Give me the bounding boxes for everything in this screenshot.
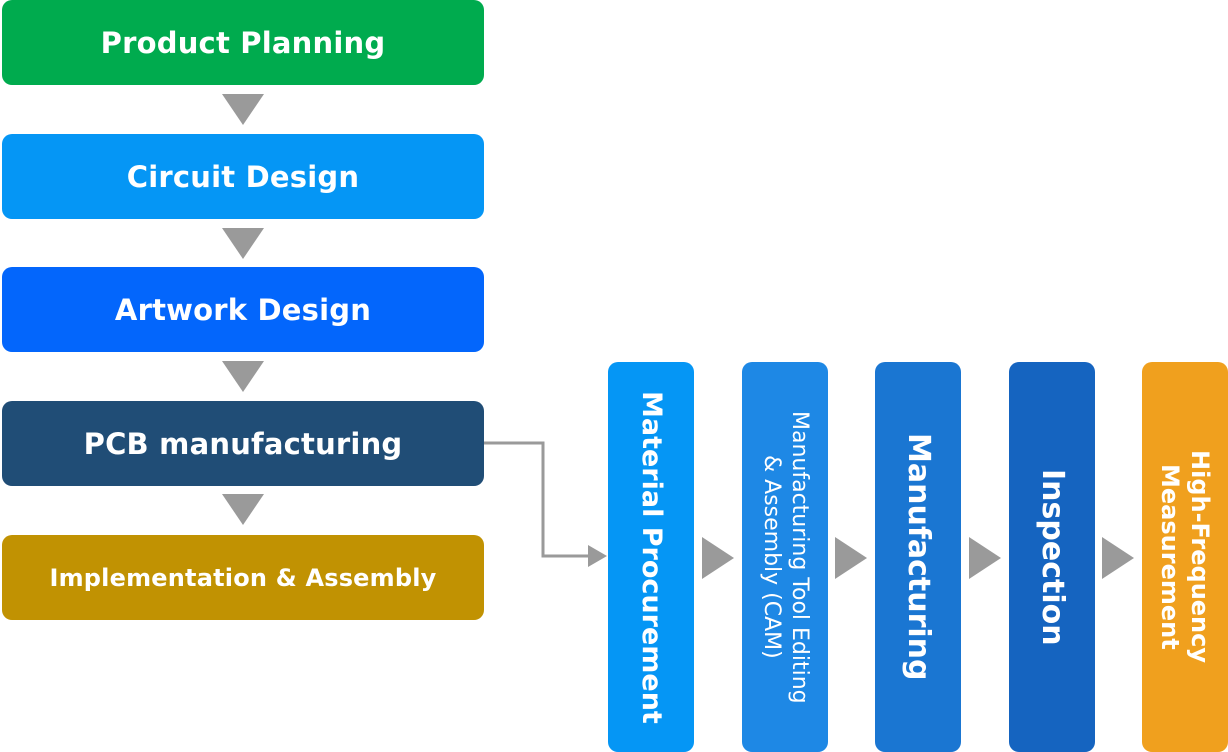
substep-label-multiline: Manufacturing Tool Editing & Assembly (C… — [757, 411, 813, 704]
substep-material-procurement: Material Procurement — [608, 362, 694, 752]
substep-inspection: Inspection — [1009, 362, 1095, 752]
right-arrow-icon — [835, 537, 867, 579]
step-label: Artwork Design — [114, 292, 372, 327]
down-arrow-icon — [222, 94, 264, 125]
substep-label-multiline: High-Frequency Measurement — [1155, 450, 1215, 663]
substep-label-line1: Manufacturing Tool Editing — [787, 410, 812, 704]
down-arrow-icon — [222, 494, 264, 525]
right-arrow-icon — [702, 537, 734, 579]
connector-path — [484, 441, 590, 558]
substep-label: Material Procurement — [636, 390, 667, 724]
step-product-planning: Product Planning — [2, 0, 484, 85]
step-pcb-manufacturing: PCB manufacturing — [2, 401, 484, 486]
step-circuit-design: Circuit Design — [2, 134, 484, 219]
right-arrow-icon — [1102, 537, 1134, 579]
step-label: Circuit Design — [126, 159, 360, 194]
step-implementation-assembly: Implementation & Assembly — [2, 535, 484, 620]
connector-arrowhead-icon — [588, 545, 607, 567]
down-arrow-icon — [222, 228, 264, 259]
step-label: PCB manufacturing — [83, 426, 403, 461]
down-arrow-icon — [222, 361, 264, 392]
substep-manufacturing: Manufacturing — [875, 362, 961, 752]
right-arrow-icon — [969, 537, 1001, 579]
substep-cam: Manufacturing Tool Editing & Assembly (C… — [742, 362, 828, 752]
substep-label-line1: High-Frequency — [1186, 450, 1214, 664]
substep-label: Manufacturing — [901, 433, 936, 681]
step-label: Product Planning — [100, 25, 386, 60]
step-label: Implementation & Assembly — [49, 563, 437, 592]
substep-label-line2: Measurement — [1156, 464, 1184, 650]
substep-label-line2: & Assembly (CAM) — [759, 455, 784, 659]
step-artwork-design: Artwork Design — [2, 267, 484, 352]
substep-label: Inspection — [1035, 468, 1070, 646]
substep-high-frequency-measurement: High-Frequency Measurement — [1142, 362, 1228, 752]
